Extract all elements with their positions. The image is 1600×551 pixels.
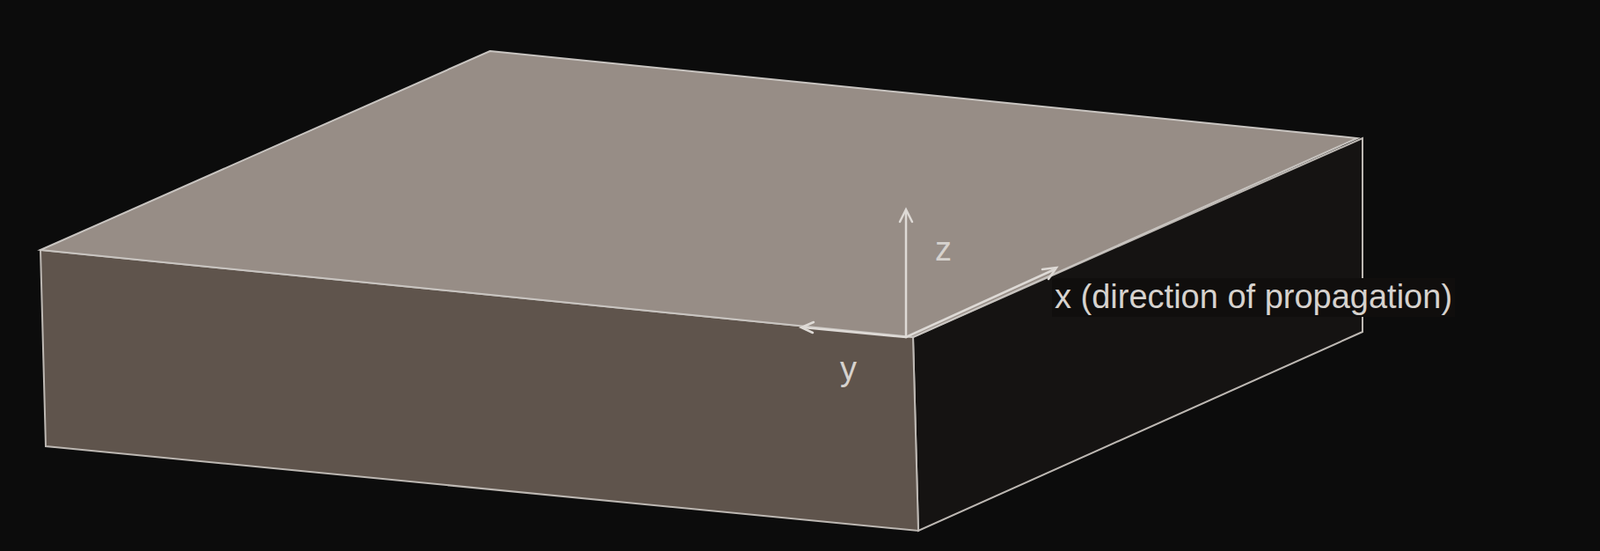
axis-label: z <box>932 230 955 270</box>
y-arrowhead <box>801 321 814 333</box>
axis-label: x (direction of propagation) <box>1052 277 1455 317</box>
x-axis <box>905 269 1055 337</box>
axis-label: y <box>837 350 860 389</box>
y-axis <box>803 327 906 337</box>
axes <box>801 209 1057 337</box>
z-axis <box>905 211 908 337</box>
z-arrowhead <box>899 209 913 222</box>
